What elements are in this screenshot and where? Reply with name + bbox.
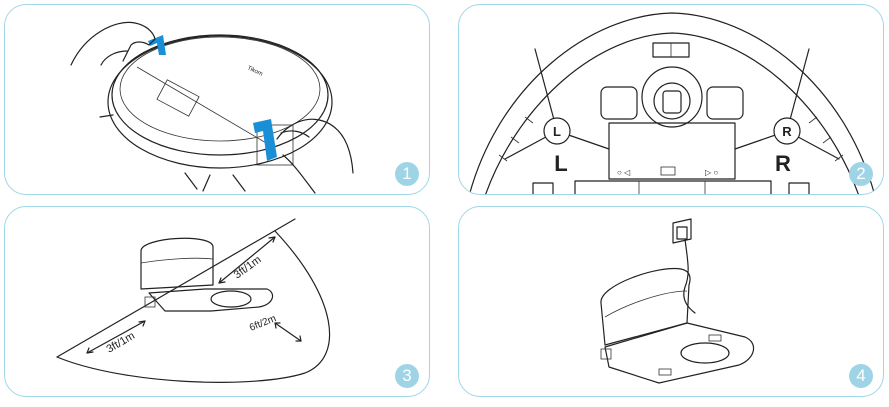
dock-power-illustration xyxy=(459,207,884,397)
step-number-badge: 2 xyxy=(849,162,873,186)
dock-clearance-illustration: 3ft/1m 3ft/1m 6ft/2m xyxy=(5,207,430,397)
left-brush-mark: L xyxy=(553,124,561,139)
step-3-panel: 3ft/1m 3ft/1m 6ft/2m 3 xyxy=(4,206,430,397)
right-brush-label: R xyxy=(775,151,791,176)
step-number-badge: 3 xyxy=(395,364,419,388)
brand-logo-text: Tikom xyxy=(246,65,263,77)
svg-text:▷ ○: ▷ ○ xyxy=(705,168,718,177)
robot-bottom-illustration: ○ ◁ ▷ ○ L R L R xyxy=(459,5,884,195)
step-1-panel: Tikom 1 xyxy=(4,4,430,195)
svg-text:○ ◁: ○ ◁ xyxy=(617,168,631,177)
left-brush-label: L xyxy=(554,151,567,176)
clearance-right-label: 3ft/1m xyxy=(232,254,264,282)
step-2-panel: ○ ◁ ▷ ○ L R L R 2 xyxy=(458,4,884,195)
clearance-front-label: 6ft/2m xyxy=(248,313,278,334)
right-brush-mark: R xyxy=(782,124,792,139)
step-number-badge: 1 xyxy=(395,162,419,186)
step-number-badge: 4 xyxy=(849,364,873,388)
robot-top-illustration: Tikom xyxy=(5,5,430,195)
step-4-panel: 4 xyxy=(458,206,884,397)
